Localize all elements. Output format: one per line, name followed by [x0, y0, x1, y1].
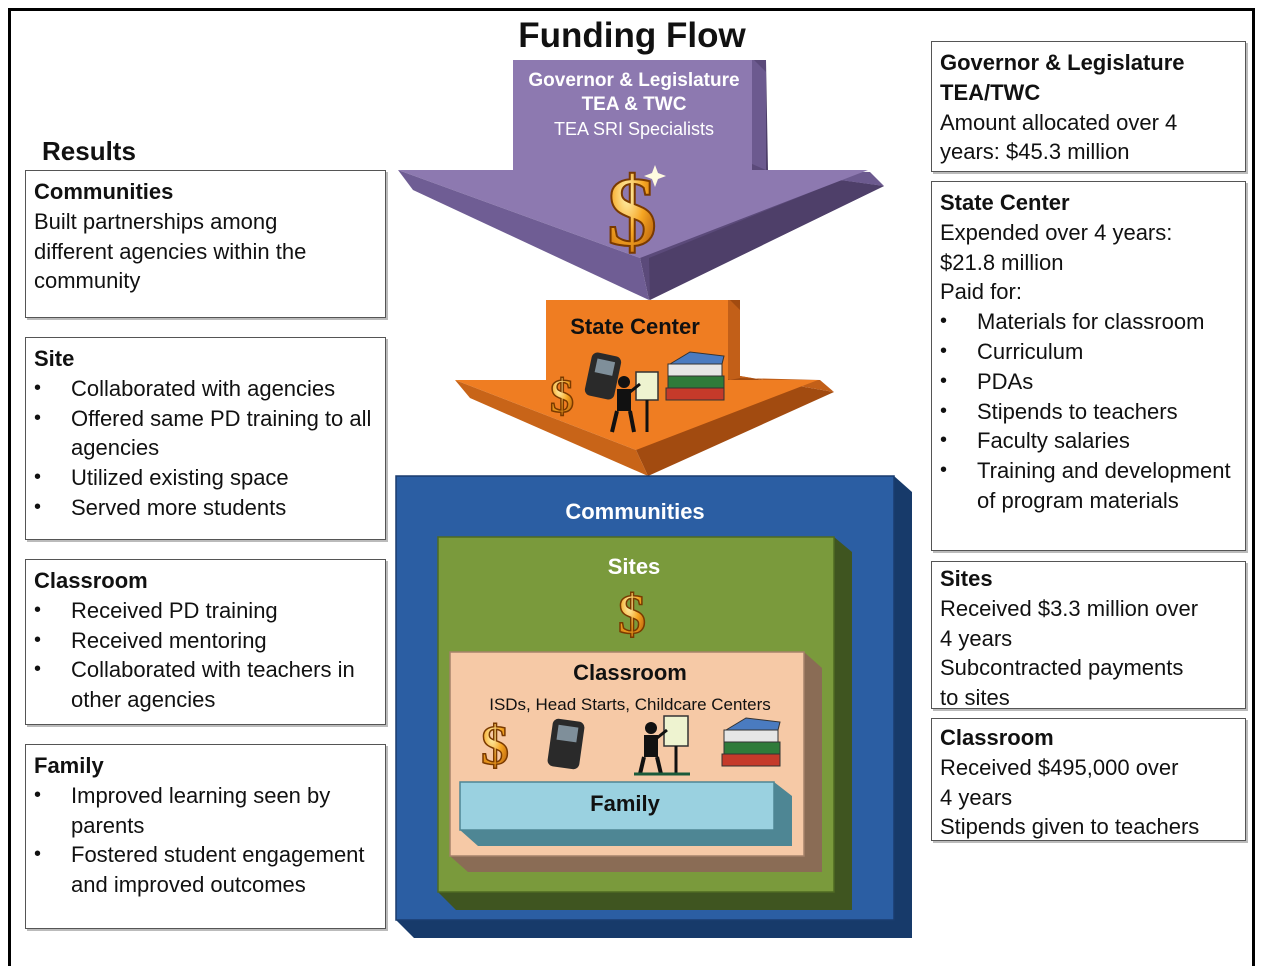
result-classroom-list: Received PD training Received mentoring … [34, 596, 377, 715]
result-site-box: Site Collaborated with agencies Offered … [25, 337, 386, 540]
pda-icon [584, 352, 622, 400]
list-item: Faculty salaries [940, 426, 1237, 456]
family-box [459, 781, 792, 846]
list-item: Received mentoring [34, 626, 377, 656]
funding-sites-heading: Sites [940, 566, 993, 591]
books-icon [721, 717, 781, 767]
funding-state-center-text: $21.8 million [940, 249, 1064, 275]
funding-sites-text: Subcontracted payments [940, 655, 1184, 681]
funding-state-center-text: Expended over 4 years: [940, 219, 1173, 245]
list-item: Offered same PD training to all agencies [34, 404, 377, 464]
funding-state-center-list: Materials for classroom Curriculum PDAs … [940, 307, 1237, 516]
state-center-label: State Center [570, 314, 700, 339]
dollar-icon: $ [481, 715, 509, 777]
page-title: Funding Flow [518, 16, 746, 55]
result-family-box: Family Improved learning seen by parents… [25, 744, 386, 929]
top-arrow-line2: TEA & TWC [582, 94, 687, 115]
result-classroom-box: Classroom Received PD training Received … [25, 559, 386, 725]
funding-governor-text: Amount allocated over 4 [940, 109, 1178, 135]
funding-state-center-text: Paid for: [940, 279, 1022, 305]
dollar-icon: $ [550, 370, 574, 423]
dollar-icon: $ [606, 155, 666, 268]
dollar-icon: $ [618, 584, 646, 646]
funding-sites-text: to sites [940, 685, 1010, 711]
funding-governor-box: Governor & Legislature TEA/TWC Amount al… [931, 41, 1246, 172]
teacher-icon [634, 715, 690, 776]
list-item: Training and development of program mate… [940, 456, 1237, 516]
books-icon [665, 351, 725, 401]
top-arrow-line1: Governor & Legislature [528, 70, 739, 91]
funding-governor-heading: Governor & Legislature [940, 50, 1185, 75]
page-frame [8, 8, 1255, 966]
result-family-heading: Family [34, 753, 104, 778]
family-label: Family [590, 791, 660, 816]
funding-sites-box: Sites Received $3.3 million over 4 years… [931, 561, 1246, 710]
funding-governor-text: years: $45.3 million [940, 139, 1130, 165]
results-title: Results [42, 136, 136, 166]
funding-state-center-heading: State Center [940, 190, 1070, 215]
funding-classroom-text: Stipends given to teachers [940, 814, 1200, 840]
funding-classroom-box: Classroom Received $495,000 over 4 years… [931, 718, 1246, 841]
list-item: Collaborated with teachers in other agen… [34, 655, 377, 715]
communities-label: Communities [565, 499, 704, 524]
funding-governor-heading: TEA/TWC [940, 79, 1041, 105]
list-item: Curriculum [940, 337, 1237, 367]
svg-text:$: $ [607, 156, 657, 267]
pda-icon [547, 718, 585, 770]
result-communities-box: Communities Built partnerships among dif… [25, 170, 386, 318]
list-item: Utilized existing space [34, 463, 377, 493]
list-item: Improved learning seen by parents [34, 781, 377, 841]
list-item: Served more students [34, 493, 377, 523]
result-communities-heading: Communities [34, 179, 174, 204]
result-communities-text: community [34, 268, 141, 294]
list-item: Collaborated with agencies [34, 374, 377, 404]
result-family-list: Improved learning seen by parents Foster… [34, 781, 377, 900]
list-item: PDAs [940, 367, 1237, 397]
result-communities-text: Built partnerships among [34, 208, 278, 234]
funding-state-center-box: State Center Expended over 4 years: $21.… [931, 181, 1246, 551]
teacher-icon [610, 371, 659, 433]
classroom-sub-label: ISDs, Head Starts, Childcare Centers [489, 695, 771, 714]
result-classroom-heading: Classroom [34, 568, 148, 593]
funding-classroom-text: Received $495,000 over [940, 754, 1179, 780]
sites-label: Sites [608, 554, 661, 579]
result-site-list: Collaborated with agencies Offered same … [34, 374, 377, 523]
result-site-heading: Site [34, 346, 75, 371]
funding-classroom-heading: Classroom [940, 725, 1054, 750]
top-arrow-line3: TEA SRI Specialists [554, 119, 714, 139]
funding-sites-text: Received $3.3 million over [940, 595, 1199, 621]
list-item: Received PD training [34, 596, 377, 626]
funding-classroom-text: 4 years [940, 784, 1013, 810]
list-item: Materials for classroom [940, 307, 1237, 337]
list-item: Stipends to teachers [940, 397, 1237, 427]
funding-sites-text: 4 years [940, 625, 1013, 651]
list-item: Fostered student engagement and improved… [34, 840, 377, 900]
classroom-label: Classroom [573, 660, 687, 685]
result-communities-text: different agencies within the [34, 238, 307, 264]
top-funding-arrow [398, 60, 884, 300]
